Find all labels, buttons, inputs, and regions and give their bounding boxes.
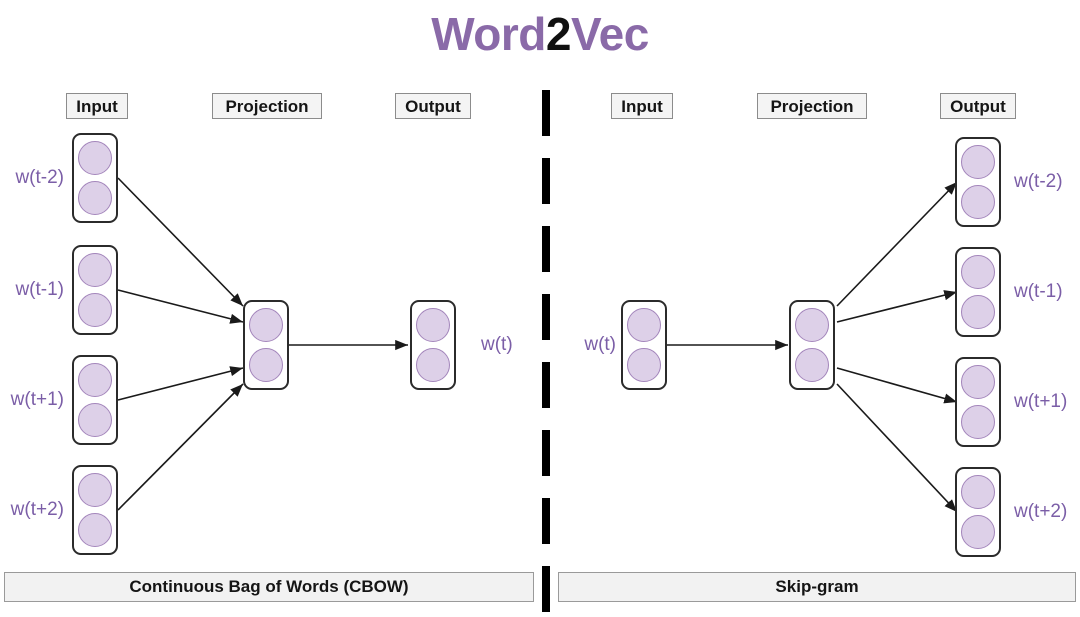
neuron [795, 348, 829, 382]
skipgram-header-projection: Projection [757, 93, 867, 119]
neuron [78, 293, 112, 327]
title-part-two: 2 [545, 8, 572, 60]
skipgram-projection-to-output-edges [836, 181, 958, 513]
neuron [961, 185, 995, 219]
cbow-input-node-wt-2[interactable] [72, 133, 118, 223]
skipgram-output-node-wt2[interactable] [955, 467, 1001, 557]
neuron [78, 363, 112, 397]
cbow-input-node-wt2[interactable] [72, 465, 118, 555]
skipgram-edge-wt-1 [836, 290, 958, 323]
title-part-vec: Vec [570, 8, 649, 60]
cbow-input-label-wt-1: w(t-1) [15, 279, 64, 300]
neuron [78, 403, 112, 437]
skipgram-caption: Skip-gram [558, 572, 1076, 602]
cbow-input-label-wt1: w(t+1) [10, 389, 64, 410]
neuron [78, 473, 112, 507]
neuron [961, 475, 995, 509]
cbow-header-projection: Projection [212, 93, 322, 119]
cbow-projection-node[interactable] [243, 300, 289, 390]
cbow-edge-wt2 [117, 383, 244, 511]
cbow-input-node-wt1[interactable] [72, 355, 118, 445]
title-part-word: Word [431, 8, 546, 60]
cbow-caption: Continuous Bag of Words (CBOW) [4, 572, 534, 602]
neuron [627, 308, 661, 342]
cbow-edge-wt-1 [117, 289, 244, 324]
neuron [78, 141, 112, 175]
skipgram-input-label-wt: w(t) [584, 334, 616, 355]
neuron [249, 308, 283, 342]
skipgram-edge-wt-2 [836, 181, 958, 307]
neuron [416, 348, 450, 382]
skipgram-edge-wt1 [836, 367, 958, 404]
neuron [627, 348, 661, 382]
page-title: Word2Vec [0, 6, 1080, 62]
skipgram-output-label-wt1: w(t+1) [1014, 391, 1068, 412]
cbow-edge-wt-2 [117, 177, 244, 307]
skipgram-input-node[interactable] [621, 300, 667, 390]
skipgram-output-label-wt2: w(t+2) [1014, 501, 1068, 522]
skipgram-output-node-wt1[interactable] [955, 357, 1001, 447]
neuron [78, 181, 112, 215]
neuron [961, 145, 995, 179]
neuron [961, 405, 995, 439]
skipgram-output-label-wt-2: w(t-2) [1014, 171, 1063, 192]
skipgram-header-input: Input [611, 93, 673, 119]
neuron [961, 295, 995, 329]
cbow-input-label-wt-2: w(t-2) [15, 167, 64, 188]
neuron [78, 253, 112, 287]
neuron [961, 365, 995, 399]
neuron [416, 308, 450, 342]
skipgram-projection-node[interactable] [789, 300, 835, 390]
neuron [249, 348, 283, 382]
cbow-edge-wt1 [117, 366, 244, 401]
neuron [961, 515, 995, 549]
section-divider [542, 90, 550, 612]
skipgram-header-output: Output [940, 93, 1016, 119]
cbow-output-label-wt: w(t) [481, 334, 513, 355]
cbow-header-output: Output [395, 93, 471, 119]
neuron [795, 308, 829, 342]
neuron [78, 513, 112, 547]
neuron [961, 255, 995, 289]
cbow-output-node[interactable] [410, 300, 456, 390]
cbow-header-input: Input [66, 93, 128, 119]
skipgram-edge-wt2 [836, 383, 958, 513]
skipgram-output-node-wt-2[interactable] [955, 137, 1001, 227]
cbow-input-to-projection-edges [117, 177, 244, 511]
skipgram-output-label-wt-1: w(t-1) [1014, 281, 1063, 302]
skipgram-output-node-wt-1[interactable] [955, 247, 1001, 337]
cbow-input-label-wt2: w(t+2) [10, 499, 64, 520]
cbow-input-node-wt-1[interactable] [72, 245, 118, 335]
